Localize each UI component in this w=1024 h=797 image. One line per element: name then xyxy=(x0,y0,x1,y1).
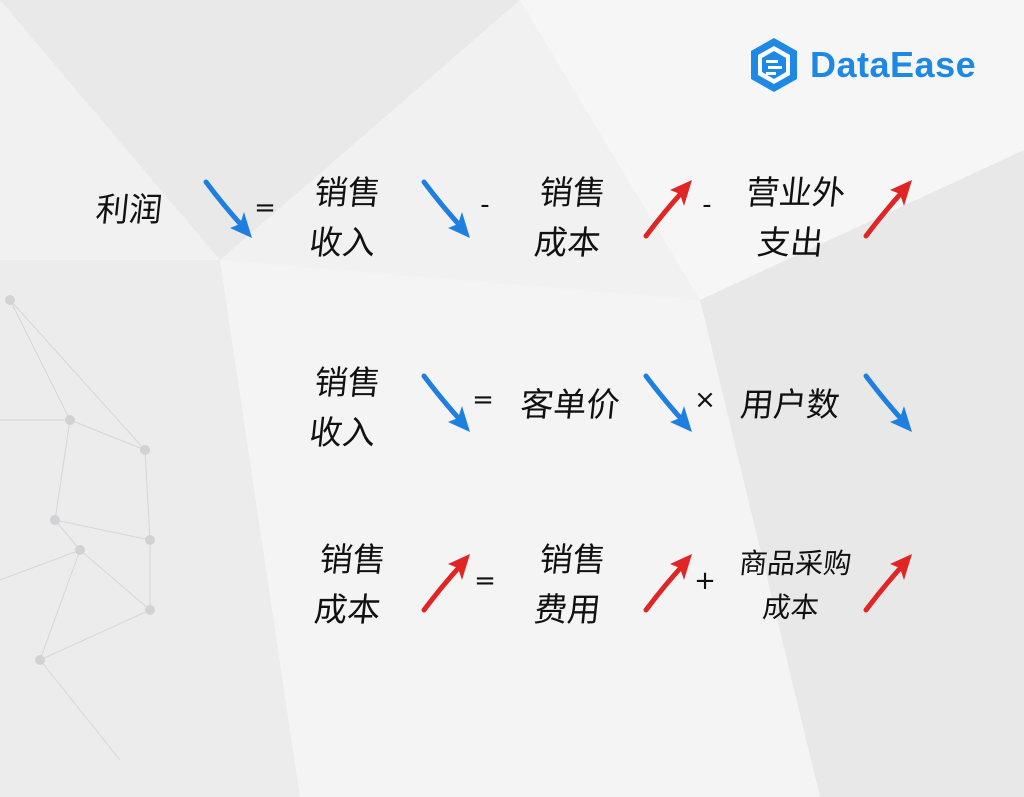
minus-sign: - xyxy=(702,190,712,220)
dataease-hexagon-icon xyxy=(751,38,797,92)
equals-sign: = xyxy=(472,385,494,415)
red-up-arrow-icon xyxy=(640,552,698,614)
dataease-logo: DataEase xyxy=(748,36,976,94)
term-line: 销售 xyxy=(312,363,383,402)
red-up-arrow-icon xyxy=(640,178,698,240)
term-line: 销售 xyxy=(537,540,608,579)
red-up-arrow-icon xyxy=(860,552,918,614)
term-line: 营业外 xyxy=(744,173,848,212)
term-line: 销售 xyxy=(537,173,608,212)
blue-down-arrow-icon xyxy=(418,372,476,434)
blue-down-arrow-icon xyxy=(200,178,258,240)
term-line: 商品采购 xyxy=(737,547,854,580)
red-up-arrow-icon xyxy=(860,178,918,240)
formula1-term1: 销售 收入 xyxy=(285,168,406,268)
term-line: 收入 xyxy=(307,413,378,452)
formula3-term1: 销售 费用 xyxy=(510,535,631,635)
formula2-lhs: 销售 收入 xyxy=(285,358,406,458)
blue-down-arrow-icon xyxy=(640,372,698,434)
brand-name: DataEase xyxy=(810,44,977,85)
term-line: 支出 xyxy=(755,223,826,262)
minus-sign: - xyxy=(480,190,490,220)
term-line: 利润 xyxy=(94,190,165,229)
multiply-sign: × xyxy=(694,385,716,415)
formula3-term2: 商品采购 成本 xyxy=(723,542,862,630)
term-line: 收入 xyxy=(307,223,378,262)
blue-down-arrow-icon xyxy=(418,178,476,240)
blue-down-arrow-icon xyxy=(860,372,918,434)
term-line: 成本 xyxy=(312,590,383,629)
term-line: 销售 xyxy=(312,173,383,212)
term-line: 成本 xyxy=(760,591,821,624)
formula1-lhs: 利润 xyxy=(71,185,186,235)
plus-sign: + xyxy=(694,566,716,596)
formula2-term1: 客单价 xyxy=(502,380,637,430)
red-up-arrow-icon xyxy=(418,552,476,614)
term-line: 费用 xyxy=(532,590,603,629)
formula3-lhs: 销售 成本 xyxy=(290,535,411,635)
term-line: 客单价 xyxy=(518,385,622,424)
formula1-term2: 销售 成本 xyxy=(510,168,631,268)
term-line: 用户数 xyxy=(738,385,842,424)
equals-sign: = xyxy=(254,193,276,223)
formula1-term3: 营业外 支出 xyxy=(723,168,864,268)
term-line: 销售 xyxy=(317,540,388,579)
term-line: 成本 xyxy=(532,223,603,262)
equals-sign: = xyxy=(474,566,496,596)
formula2-term2: 用户数 xyxy=(722,380,857,430)
